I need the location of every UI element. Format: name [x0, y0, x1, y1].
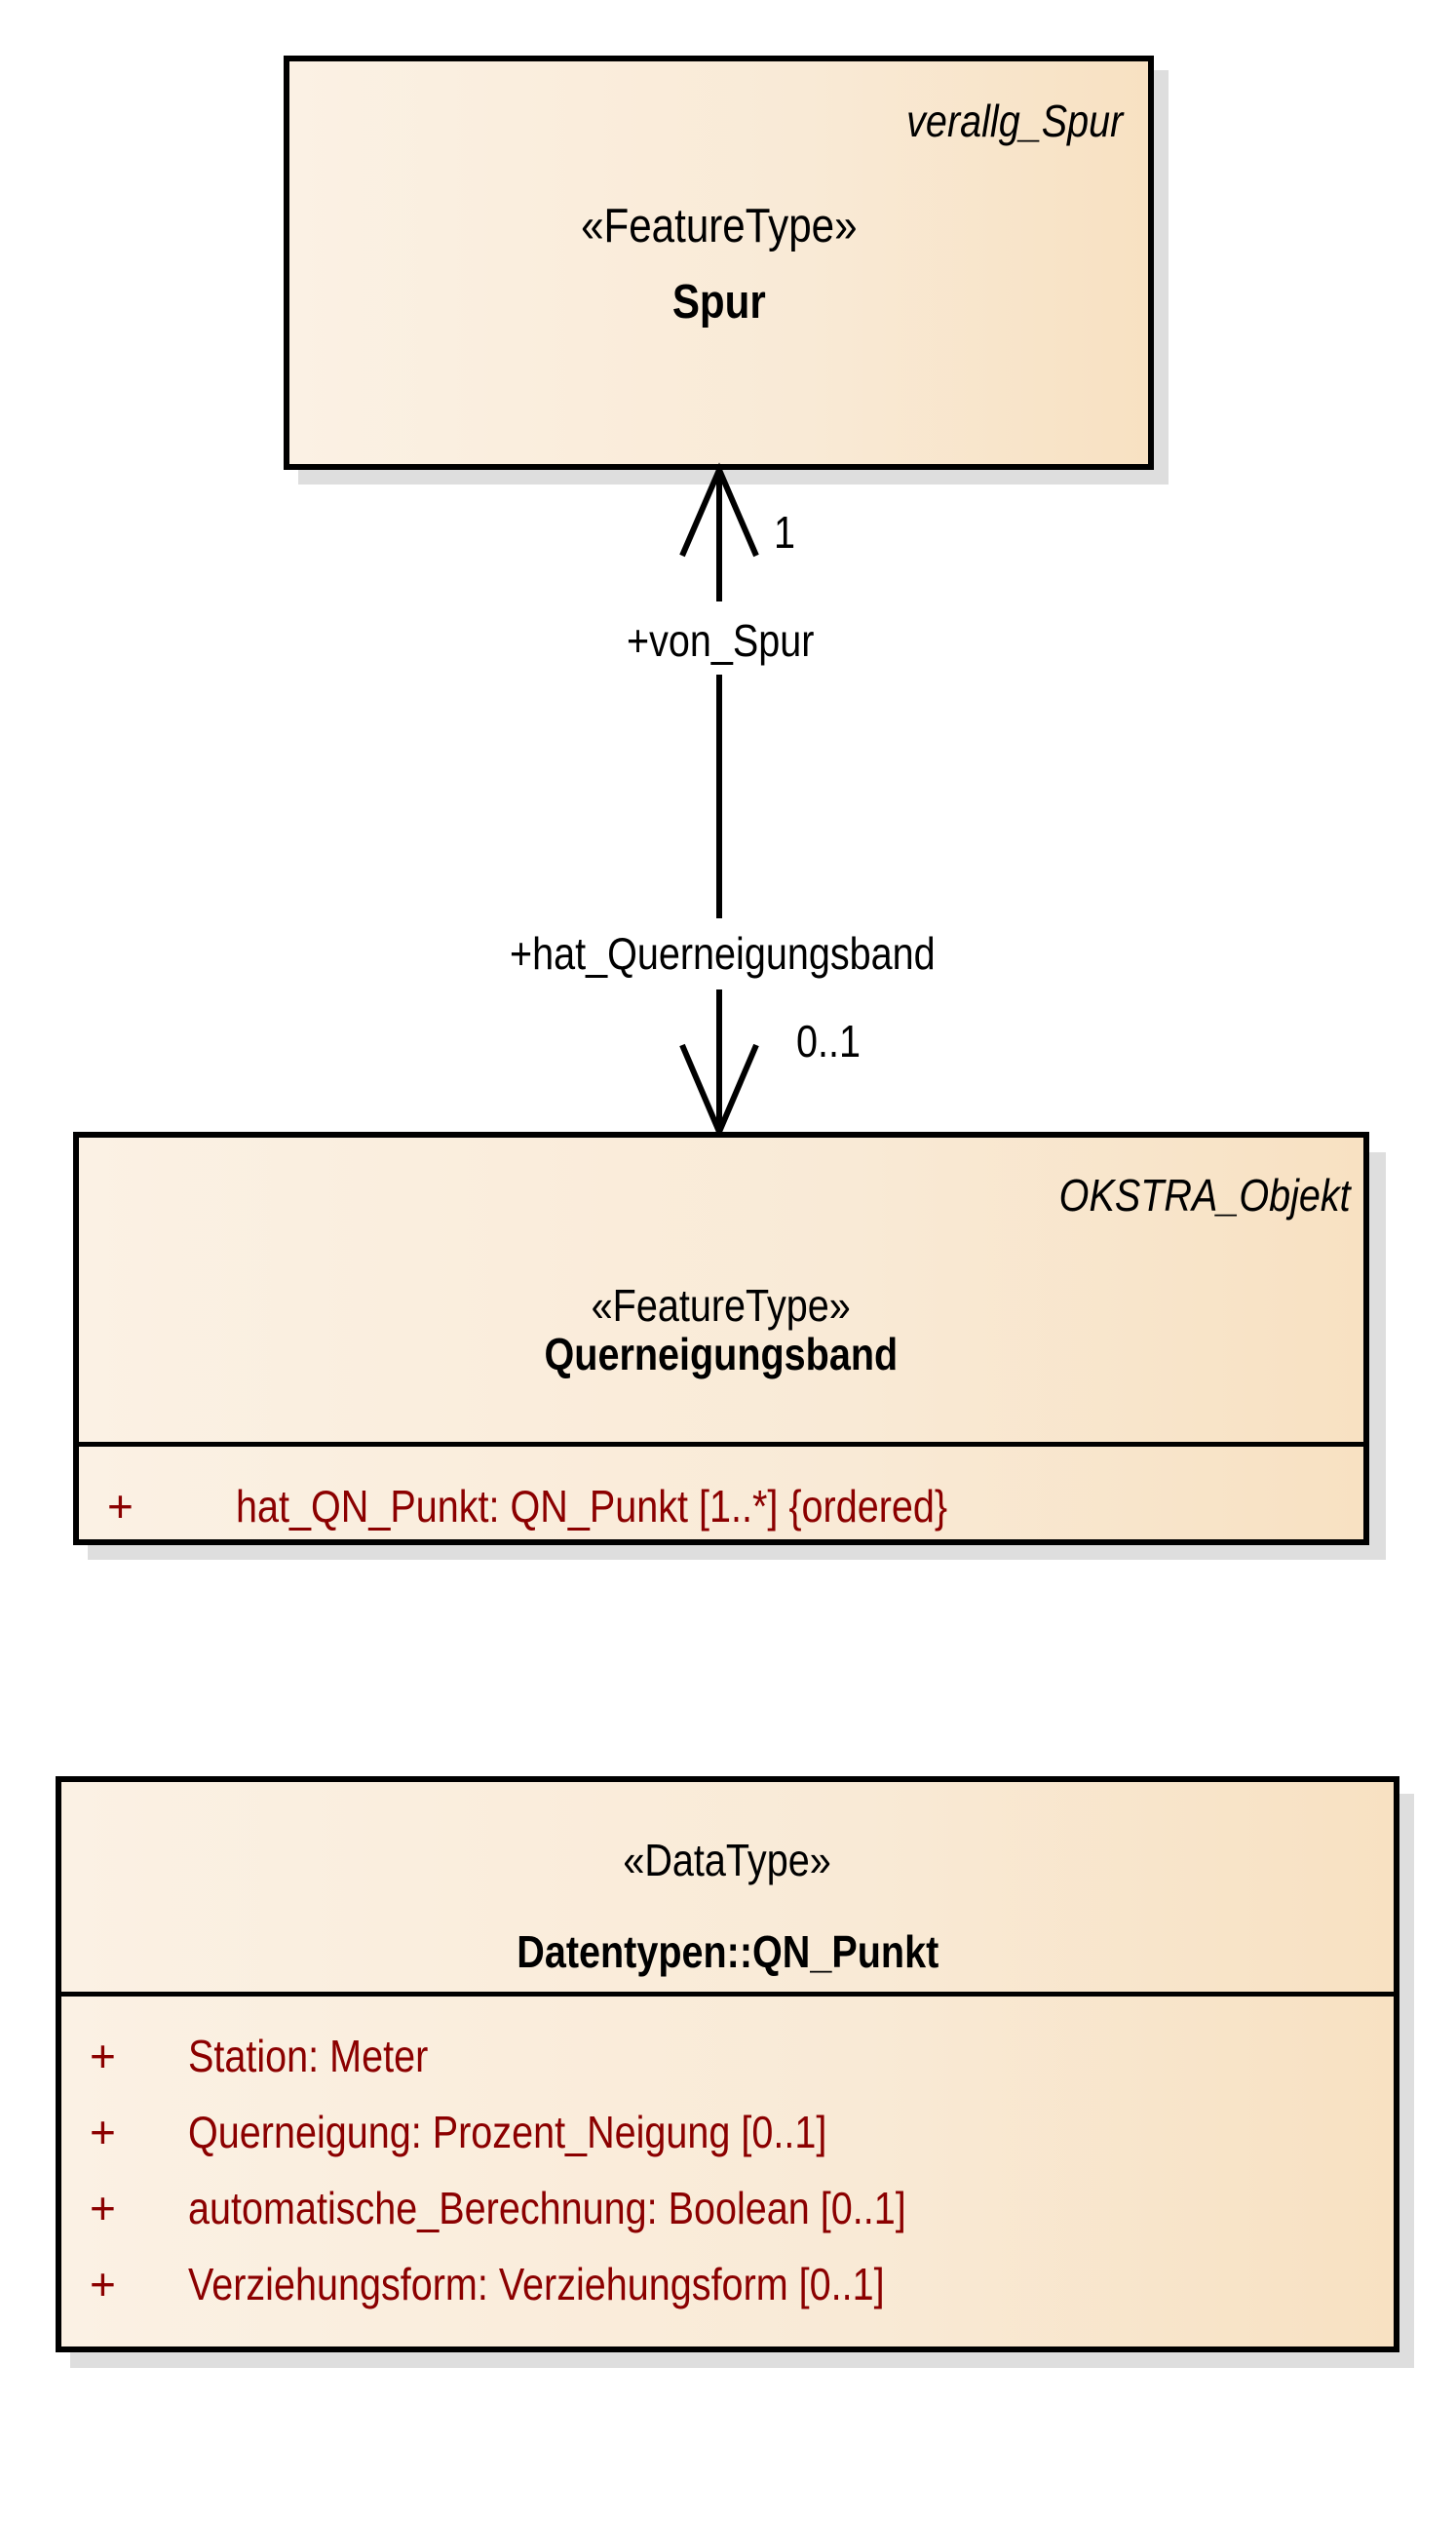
querneigungsband-compartment-divider [79, 1442, 1363, 1447]
attribute-row[interactable]: + Querneigung: Prozent_Neigung [0..1] [90, 2110, 1376, 2158]
attribute-visibility: + [90, 2183, 116, 2233]
spur-class-name: Spur [671, 276, 766, 329]
association-role-top: +von_Spur [627, 615, 815, 666]
querneigungsband-parent-label: OKSTRA_Objekt [1058, 1170, 1351, 1221]
attribute-row[interactable]: + Station: Meter [90, 2034, 1376, 2082]
qn-punkt-class-name: Datentypen::QN_Punkt [516, 1926, 939, 1977]
arrowhead-up-icon [679, 462, 759, 558]
association-role-bottom: +hat_Querneigungsband [510, 928, 936, 979]
class-querneigungsband[interactable]: OKSTRA_Objekt «FeatureType» Querneigungs… [73, 1132, 1369, 1545]
association-multiplicity-bottom: 0..1 [796, 1016, 861, 1067]
qn-punkt-compartment-divider [61, 1992, 1394, 1997]
attribute-visibility: + [107, 1481, 134, 1532]
qn-punkt-stereotype: «DataType» [623, 1835, 832, 1885]
attribute-text: Station: Meter [188, 2031, 429, 2081]
spur-parent-label: verallg_Spur [905, 96, 1123, 146]
class-qn-punkt[interactable]: «DataType» Datentypen::QN_Punkt + Statio… [56, 1776, 1399, 2352]
attribute-text: Querneigung: Prozent_Neigung [0..1] [188, 2107, 827, 2157]
attribute-row[interactable]: + Verziehungsform: Verziehungsform [0..1… [90, 2262, 1376, 2310]
attribute-row[interactable]: + automatische_Berechnung: Boolean [0..1… [90, 2186, 1376, 2234]
attribute-visibility: + [90, 2107, 116, 2157]
attribute-visibility: + [90, 2031, 116, 2081]
attribute-text: automatische_Berechnung: Boolean [0..1] [188, 2183, 906, 2233]
association-multiplicity-top: 1 [774, 507, 796, 558]
attribute-text: hat_QN_Punkt: QN_Punkt [1..*] {ordered} [236, 1481, 948, 1532]
attribute-visibility: + [90, 2259, 116, 2309]
spur-stereotype: «FeatureType» [580, 200, 858, 252]
attribute-row[interactable]: + hat_QN_Punkt: QN_Punkt [1..*] {ordered… [107, 1484, 1355, 1532]
querneigungsband-class-name: Querneigungsband [544, 1329, 899, 1379]
class-spur[interactable]: verallg_Spur «FeatureType» Spur [284, 56, 1154, 470]
querneigungsband-stereotype: «FeatureType» [591, 1280, 852, 1331]
attribute-text: Verziehungsform: Verziehungsform [0..1] [188, 2259, 885, 2309]
